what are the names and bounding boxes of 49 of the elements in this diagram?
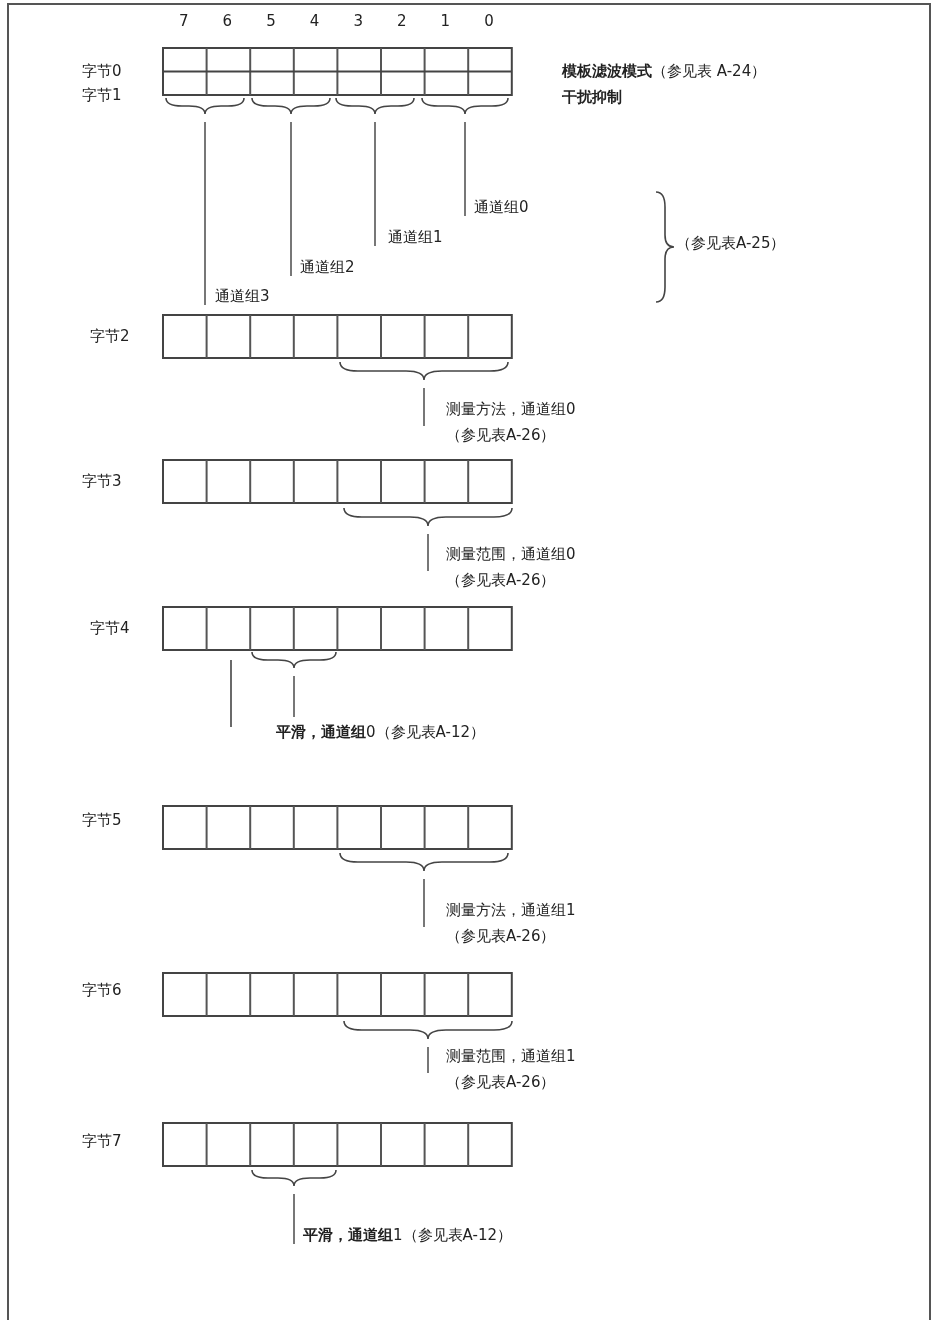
curly-brace xyxy=(165,97,245,115)
bit-number: 4 xyxy=(309,11,320,32)
field-label: 通道组1 xyxy=(388,224,443,250)
field-label: 通道组3 xyxy=(215,283,270,309)
bit-number: 6 xyxy=(222,11,233,32)
bit-number: 0 xyxy=(484,11,494,32)
field-label: 平滑，通道组1（参见表A-12） xyxy=(303,1222,512,1248)
bit-number: 5 xyxy=(266,11,276,32)
curly-brace xyxy=(251,651,337,669)
curly-brace xyxy=(339,852,509,872)
leader-line xyxy=(423,878,425,928)
byte-label: 字节3 xyxy=(82,471,122,492)
field-label: 平滑，通道组0（参见表A-12） xyxy=(276,719,485,745)
field-label: 测量范围，通道组1（参见表A-26） xyxy=(446,1043,584,1095)
bit-number: 1 xyxy=(440,11,451,32)
byte-label: 字节5 xyxy=(82,810,122,831)
leader-line xyxy=(374,121,376,247)
byte-label: 字节6 xyxy=(82,980,122,1001)
byte-label: 字节2 xyxy=(90,326,130,347)
leader-line xyxy=(427,533,429,572)
field-label: 测量方法，通道组0（参见表A-26） xyxy=(446,396,584,448)
note-text: 干扰抑制 xyxy=(562,87,622,108)
leader-line xyxy=(423,387,425,427)
curly-brace xyxy=(335,97,415,115)
leader-line xyxy=(427,1046,429,1074)
leader-line xyxy=(293,1193,295,1245)
bit-number: 2 xyxy=(397,11,407,32)
leader-line xyxy=(204,121,206,306)
field-label: 测量方法，通道组1（参见表A-26） xyxy=(446,897,584,949)
bit-number: 7 xyxy=(179,11,189,32)
byte-label: 字节7 xyxy=(82,1131,122,1152)
byte-label: 字节0 xyxy=(82,61,122,82)
curly-brace xyxy=(339,361,509,381)
field-label: 通道组2 xyxy=(300,254,355,280)
curly-brace xyxy=(251,1169,337,1187)
byte-label: 字节4 xyxy=(90,618,130,639)
leader-line xyxy=(464,121,466,217)
byte-label: 字节1 xyxy=(82,85,122,106)
curly-brace xyxy=(343,507,513,527)
note-text: 模板滤波模式（参见表 A-24） xyxy=(562,61,767,82)
note-text: （参见表A-25） xyxy=(676,233,786,254)
field-label: 测量范围，通道组0（参见表A-26） xyxy=(446,541,584,593)
bit-number: 3 xyxy=(353,11,363,32)
curly-brace xyxy=(251,97,331,115)
leader-line xyxy=(290,121,292,277)
leader-line xyxy=(293,675,295,718)
field-label: 通道组0 xyxy=(474,194,529,220)
curly-brace xyxy=(343,1020,513,1040)
curly-brace xyxy=(421,97,509,115)
